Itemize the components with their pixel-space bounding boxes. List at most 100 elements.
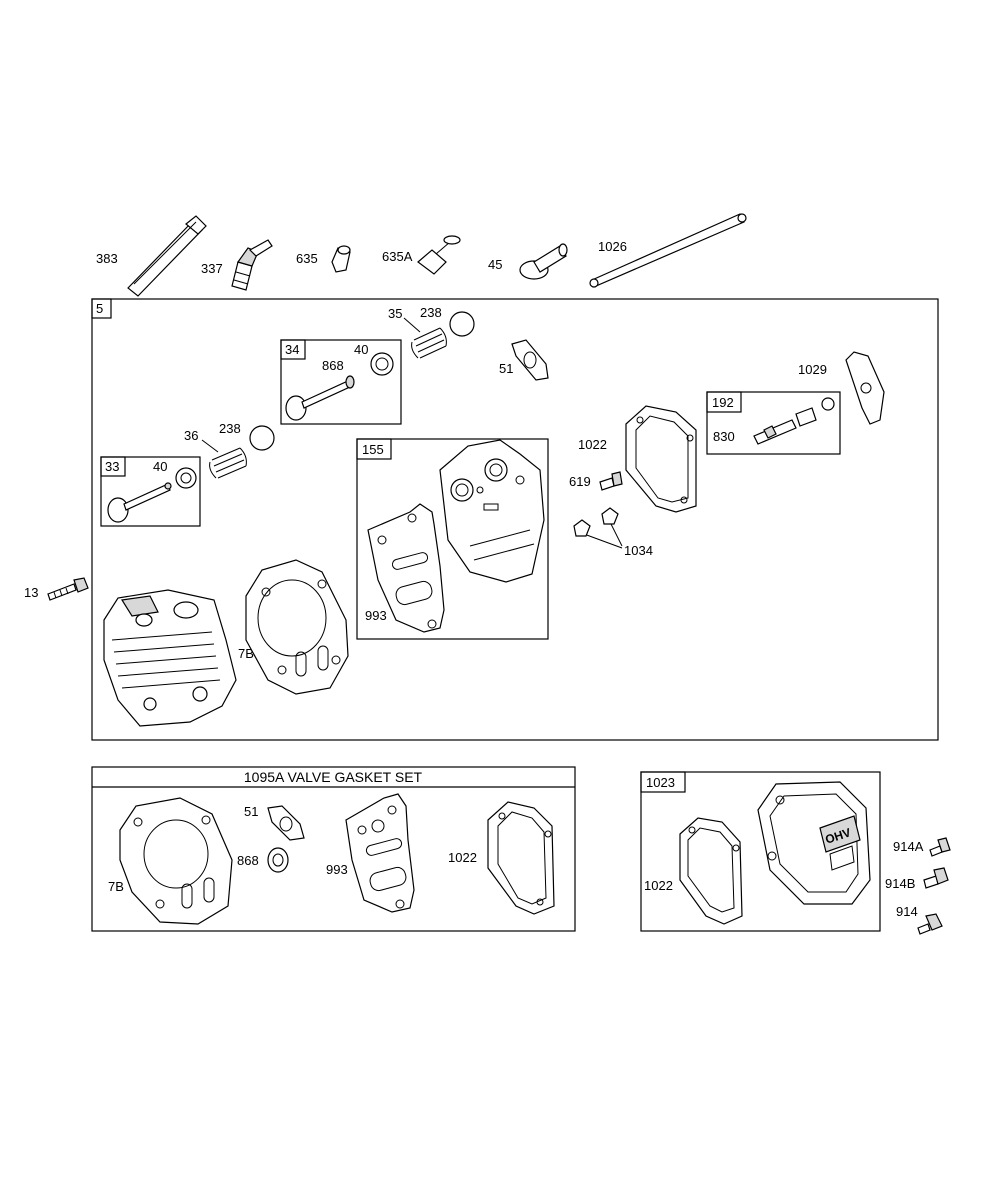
part-1029-group: 1029	[798, 351, 885, 425]
label-36-238: 238	[219, 421, 241, 436]
label-33: 33	[105, 459, 119, 474]
part-1034-nut-icon-b[interactable]	[601, 507, 619, 525]
subassembly-192-frame	[706, 391, 841, 455]
label-36: 36	[184, 428, 198, 443]
label-383: 383	[96, 251, 118, 266]
part-914b-group: 914B	[885, 867, 949, 891]
part-36-spring-icon[interactable]	[209, 447, 247, 479]
label-192: 192	[712, 395, 734, 410]
subassembly-155-tag	[356, 438, 392, 460]
part-7b-head-gasket-icon[interactable]	[245, 559, 349, 695]
part-619-group: 619	[569, 471, 623, 491]
part-1034-nut-icon-a[interactable]	[573, 519, 591, 537]
part-13-group: 13	[24, 577, 89, 601]
part-gs-7b-head-gasket-icon[interactable]	[119, 797, 233, 925]
part-914a-group: 914A	[893, 837, 951, 857]
assembly-5-tag	[91, 298, 112, 319]
label-45: 45	[488, 257, 502, 272]
part-155-cylinder-head-gasket-icon[interactable]	[439, 439, 545, 583]
part-1026-push-rod-icon[interactable]	[589, 213, 747, 288]
part-1029-rocker-arm-icon[interactable]	[845, 351, 885, 425]
part-gs-51-gasket-icon[interactable]	[267, 805, 305, 841]
subassembly-34-tag	[280, 339, 306, 360]
label-gs-51: 51	[244, 804, 258, 819]
part-cs-1022-gasket-icon[interactable]	[679, 817, 743, 925]
part-gs-868-seal-icon[interactable]	[267, 847, 289, 873]
part-914-bolt-icon[interactable]	[917, 913, 943, 935]
part-635-group: 635	[296, 245, 351, 273]
label-635: 635	[296, 251, 318, 266]
part-34-valve-icon[interactable]	[285, 375, 355, 421]
part-35-spring-icon[interactable]	[411, 327, 447, 359]
label-192-830: 830	[713, 429, 735, 444]
part-33-valve-icon[interactable]	[107, 482, 172, 523]
part-383-tool-icon[interactable]	[127, 215, 207, 297]
label-33-40: 40	[153, 459, 167, 474]
label-gs-1022: 1022	[448, 850, 477, 865]
part-993-valve-cover-gasket-icon[interactable]	[367, 503, 445, 633]
part-51-gasket-icon[interactable]	[511, 339, 549, 381]
part-45-group: 45	[488, 243, 568, 280]
part-35-238-cap-icon[interactable]	[449, 311, 475, 337]
part-34-40-seal-icon[interactable]	[370, 352, 394, 376]
cylinder-head-icon[interactable]	[103, 589, 237, 727]
subassembly-34-frame	[280, 339, 402, 425]
part-1022-rocker-cover-gasket-icon[interactable]	[625, 405, 697, 513]
part-635a-valve-icon[interactable]	[417, 235, 461, 275]
label-34-40: 40	[354, 342, 368, 357]
part-914-group: 914	[896, 904, 943, 935]
valve-gasket-set-frame	[91, 766, 576, 932]
label-914b: 914B	[885, 876, 915, 891]
part-cs-valve-cover-icon[interactable]: OHV	[757, 781, 871, 905]
label-635a: 635A	[382, 249, 413, 264]
subassembly-192-tag	[706, 391, 742, 413]
part-830-stud-icon[interactable]	[753, 397, 835, 445]
part-635a-group: 635A	[382, 235, 461, 275]
part-gs-993-gasket-icon[interactable]	[345, 793, 415, 913]
label-gs-993: 993	[326, 862, 348, 877]
part-7b-group: 7B	[238, 559, 349, 695]
part-619-bolt-icon[interactable]	[599, 471, 623, 491]
part-337-spark-plug-icon[interactable]	[231, 239, 273, 291]
label-155: 155	[362, 442, 384, 457]
label-35: 35	[388, 306, 402, 321]
label-1022: 1022	[578, 437, 607, 452]
part-1022-group: 1022	[578, 405, 697, 513]
label-1023: 1023	[646, 775, 675, 790]
assembly-5-frame	[91, 298, 939, 741]
label-34-868: 868	[322, 358, 344, 373]
part-635-fitting-icon[interactable]	[331, 245, 351, 273]
part-914b-bolt-icon[interactable]	[923, 867, 949, 889]
label-619: 619	[569, 474, 591, 489]
subassembly-155: 155 993	[356, 438, 549, 640]
part-36-group: 36 238	[184, 421, 275, 479]
subassembly-155-frame	[356, 438, 549, 640]
subassembly-33-frame	[100, 456, 201, 527]
part-35-group: 35 238	[388, 305, 475, 359]
part-45-tappet-icon[interactable]	[519, 243, 568, 280]
cover-set-1023: 1023 1022 OHV	[640, 771, 881, 932]
part-1026-group: 1026	[589, 213, 747, 288]
cover-set-frame	[640, 771, 881, 932]
part-36-238-cap-icon[interactable]	[249, 425, 275, 451]
part-33-40-seal-icon[interactable]	[175, 467, 197, 489]
label-35-238: 238	[420, 305, 442, 320]
label-155-993: 993	[365, 608, 387, 623]
part-51-group: 51	[499, 339, 549, 381]
label-7b: 7B	[238, 646, 254, 661]
label-34: 34	[285, 342, 299, 357]
subassembly-33-tag	[100, 456, 126, 477]
label-51: 51	[499, 361, 513, 376]
label-914a: 914A	[893, 839, 924, 854]
cover-set-tag	[640, 771, 686, 793]
part-914a-bolt-icon[interactable]	[929, 837, 951, 857]
part-13-bolt-icon[interactable]	[47, 577, 89, 601]
label-914: 914	[896, 904, 918, 919]
part-gs-1022-gasket-icon[interactable]	[487, 801, 555, 915]
label-gs-868: 868	[237, 853, 259, 868]
valve-gasket-set: 1095A VALVE GASKET SET 7B 51 868 993	[91, 766, 576, 932]
label-gs-7b: 7B	[108, 879, 124, 894]
label-5: 5	[96, 301, 103, 316]
assembly-5: 5	[91, 298, 939, 741]
